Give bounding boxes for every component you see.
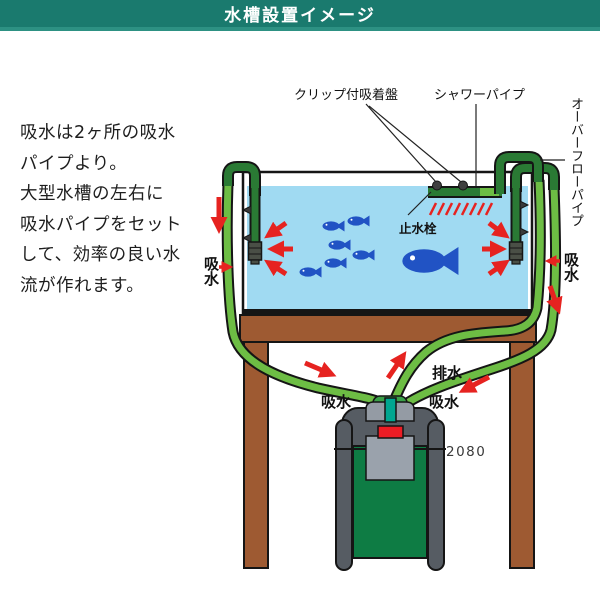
description-line: して、効率の良い水 (20, 245, 181, 265)
flow-arrows (210, 197, 563, 393)
intake-strainer-left (247, 241, 263, 265)
filter-handle-left (335, 419, 353, 571)
intake-hose-left (223, 182, 385, 408)
label-drain-hose: 排水 (432, 364, 463, 382)
tank-stand (239, 314, 537, 569)
shower-feed-pipe (496, 153, 542, 194)
pointer-lines (365, 103, 565, 216)
rigid-pipes (222, 151, 560, 265)
label-shower-pipe: シャワーパイプ (434, 88, 525, 103)
filter-handle-right (427, 419, 445, 571)
intake-strainer-right (508, 241, 524, 265)
suction-cup-icon (241, 200, 530, 243)
label-overflow-pipe: オーバーフローパイプ (568, 97, 583, 227)
title-bar: 水槽設置イメージ (0, 0, 600, 31)
description-line: 大型水槽の左右に (20, 184, 164, 204)
label-intake-hose-left: 吸水 (321, 393, 352, 411)
label-stop-valve: 止水栓 (399, 221, 437, 236)
intake-hose-right (405, 186, 560, 406)
label-intake-hose-right: 吸水 (429, 393, 460, 411)
description-line: パイプより。 (20, 153, 128, 174)
drain-hose (390, 179, 544, 403)
label-clip-suction-cup: クリップ付吸着盤 (294, 88, 399, 103)
clip-suction-cup-icon (458, 180, 468, 191)
filter-hoses (221, 179, 562, 409)
description-line: 吸水は2ヶ所の吸水 (20, 123, 176, 143)
label-intake-left: 吸水 (202, 256, 220, 286)
description-line: 吸水パイプをセット (20, 214, 182, 235)
description-text: 吸水は2ヶ所の吸水 パイプより。 大型水槽の左右に 吸水パイプをセット して、効… (20, 118, 210, 301)
filter-adapter (384, 397, 397, 423)
page-title: 水槽設置イメージ (224, 6, 376, 26)
canister-filter (334, 395, 446, 571)
filter-model-label: 2080 (446, 444, 487, 460)
description-line: 流が作れます。 (20, 275, 145, 296)
filter-prefilter (365, 435, 415, 481)
filter-button (377, 425, 404, 439)
label-intake-right: 吸水 (562, 252, 580, 282)
clip-suction-cup-icon (432, 180, 442, 191)
overflow-pipe-left (224, 163, 259, 196)
shower-spray (428, 202, 494, 216)
